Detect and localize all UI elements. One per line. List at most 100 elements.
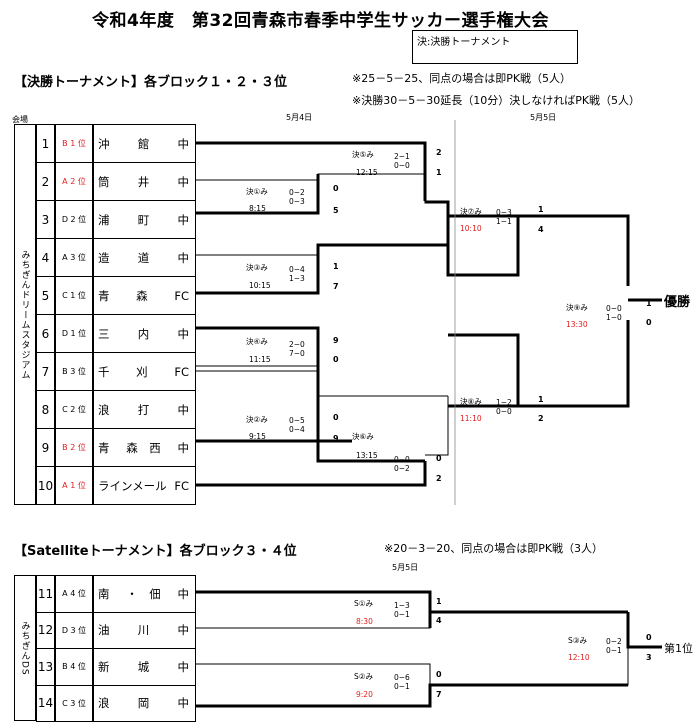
match-label: 決②み	[246, 415, 268, 424]
team-suffix: 中	[177, 696, 190, 711]
team-name-part-a: 造	[98, 250, 110, 265]
team-name-part-a: 浪	[98, 696, 110, 711]
venue-label: 会場	[12, 115, 28, 124]
first-half-score: 0−0	[394, 455, 410, 464]
team-suffix: FC	[174, 288, 189, 303]
match-score-bottom: 7	[333, 282, 339, 291]
match-score-top: 0	[333, 413, 339, 422]
match-time: 12:10	[568, 653, 590, 662]
team-suffix: FC	[174, 364, 189, 379]
match-score-top: 0	[646, 633, 652, 642]
team-name-part-b: 町	[137, 212, 150, 227]
team-name-part-a: 新	[98, 659, 110, 674]
team-name-part-a: ラインメール	[98, 478, 167, 493]
venue-cell: みちぎんドリームスタジアム	[14, 124, 36, 505]
match-score-bottom: 2	[538, 414, 544, 423]
first-half-score: 1−2	[496, 398, 512, 407]
team-suffix: 中	[177, 136, 190, 151]
match-score-top: 0	[436, 670, 442, 679]
team-name-part-b: 森 西	[126, 440, 161, 455]
sat-first-label: 第1位	[664, 642, 693, 655]
team-name-part-b: 刈	[136, 364, 148, 379]
match-time: 9:15	[249, 432, 266, 441]
match-score-bottom: 5	[333, 206, 339, 215]
champion-label: 優勝	[664, 295, 691, 310]
team-suffix: 中	[177, 623, 190, 638]
first-half-score: 1−3	[394, 601, 410, 610]
first-half-score: 0−5	[289, 416, 305, 425]
match-label: 決④み	[246, 337, 268, 346]
match-score-top: 1	[333, 262, 339, 271]
match-time: 12:15	[356, 168, 378, 177]
match-label: S①み	[354, 599, 373, 608]
second-half-score: 1−0	[606, 313, 622, 322]
first-half-score: 0−0	[606, 304, 622, 313]
match-score-top: 1	[538, 205, 544, 214]
second-half-score: 0−4	[289, 425, 305, 434]
match-time: 13:30	[566, 320, 588, 329]
second-half-score: 0−0	[496, 407, 512, 416]
match-label: 決⑨み	[566, 303, 588, 312]
team-name-part-b: 打	[137, 402, 150, 417]
team-name-part-a: 筒	[98, 174, 110, 189]
first-half-score: 0−4	[289, 265, 305, 274]
main-heading: 【決勝トーナメント】各ブロック１・２・３位	[14, 75, 288, 90]
first-half-score: 0−3	[496, 208, 512, 217]
team-suffix: 中	[177, 250, 190, 265]
team-rank: C 3 位	[55, 684, 93, 722]
match-score-bottom: 7	[436, 690, 442, 699]
team-name-part-a: 南	[98, 586, 110, 601]
match-time: 11:10	[460, 414, 482, 423]
second-half-score: 7−0	[289, 349, 305, 358]
team-suffix: 中	[177, 659, 190, 674]
team-number: 10	[36, 466, 55, 505]
team-name-part-b: 館	[137, 136, 150, 151]
team-name-part-b: 道	[137, 250, 150, 265]
first-half-score: 0−2	[289, 188, 305, 197]
match-time: 8:30	[356, 617, 373, 626]
sat-heading: 【Satelliteトーナメント】各ブロック３・４位	[14, 544, 297, 559]
match-score-bottom: 3	[646, 653, 652, 662]
match-label: S②み	[354, 672, 373, 681]
match-score-top: 1	[538, 395, 544, 404]
match-score-bottom: 2	[436, 474, 442, 483]
sat-date: 5月5日	[392, 563, 419, 572]
match-time: 10:15	[249, 281, 271, 290]
team-name-part-b: 川	[137, 623, 150, 638]
team-number: 14	[36, 684, 55, 722]
second-half-score: 0−1	[394, 610, 410, 619]
match-time: 11:15	[249, 355, 271, 364]
team-name-part-b: 内	[137, 326, 150, 341]
team-name-part-a: 油	[98, 623, 110, 638]
first-half-score: 2−1	[394, 152, 410, 161]
second-half-score: 0−1	[606, 646, 622, 655]
second-half-score: 0−2	[394, 464, 410, 473]
team-name-part-a: 三	[98, 326, 110, 341]
team-suffix: FC	[174, 478, 189, 493]
match-score-top: 2	[436, 148, 442, 157]
second-half-score: 1−3	[289, 274, 305, 283]
match-time: 8:15	[249, 204, 266, 213]
second-half-score: 1−1	[496, 217, 512, 226]
second-half-score: 0−0	[394, 161, 410, 170]
match-label: 決①み	[246, 187, 268, 196]
team-name-part-a: 青	[98, 288, 110, 303]
match-time: 9:20	[356, 690, 373, 699]
team-name: ラインメール FC	[93, 466, 196, 505]
team-suffix: 中	[177, 326, 190, 341]
match-score-top: 1	[646, 299, 652, 308]
team-name-part-b: 森	[136, 288, 148, 303]
first-half-score: 0−2	[606, 637, 622, 646]
match-score-bottom: 0	[646, 318, 652, 327]
sat-note: ※20－3－20、同点の場合は即PK戦（3人）	[384, 542, 604, 555]
match-score-top: 1	[436, 597, 442, 606]
